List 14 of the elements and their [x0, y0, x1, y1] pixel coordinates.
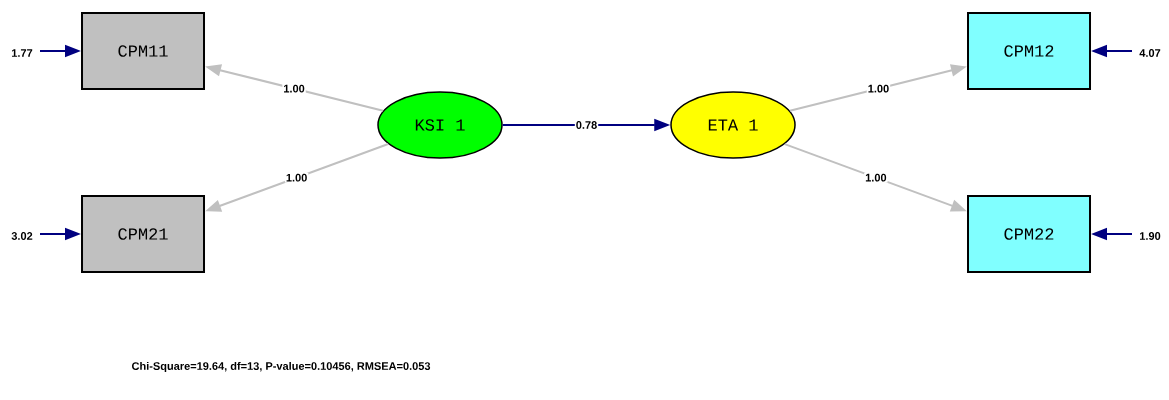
edge-label: 1.90: [1138, 231, 1162, 241]
variable-box: CPM22: [967, 195, 1091, 273]
variable-box: CPM12: [967, 12, 1091, 90]
edge-label: 0.78: [574, 120, 599, 130]
edge-label: 1.00: [866, 83, 891, 94]
edge-label: 1.00: [864, 172, 888, 183]
edge-label: 3.02: [10, 231, 34, 241]
edge-label: 1.00: [282, 83, 306, 94]
fit-statistics: Chi-Square=19.64, df=13, P-value=0.10456, RMSEA=0.053: [132, 361, 431, 373]
variable-box: CPM11: [81, 12, 205, 90]
variable-box: CPM21: [81, 195, 205, 273]
edge-label: 4.07: [1138, 48, 1162, 58]
edge-label: 1.00: [284, 172, 309, 183]
edge-label: 1.77: [10, 48, 34, 58]
